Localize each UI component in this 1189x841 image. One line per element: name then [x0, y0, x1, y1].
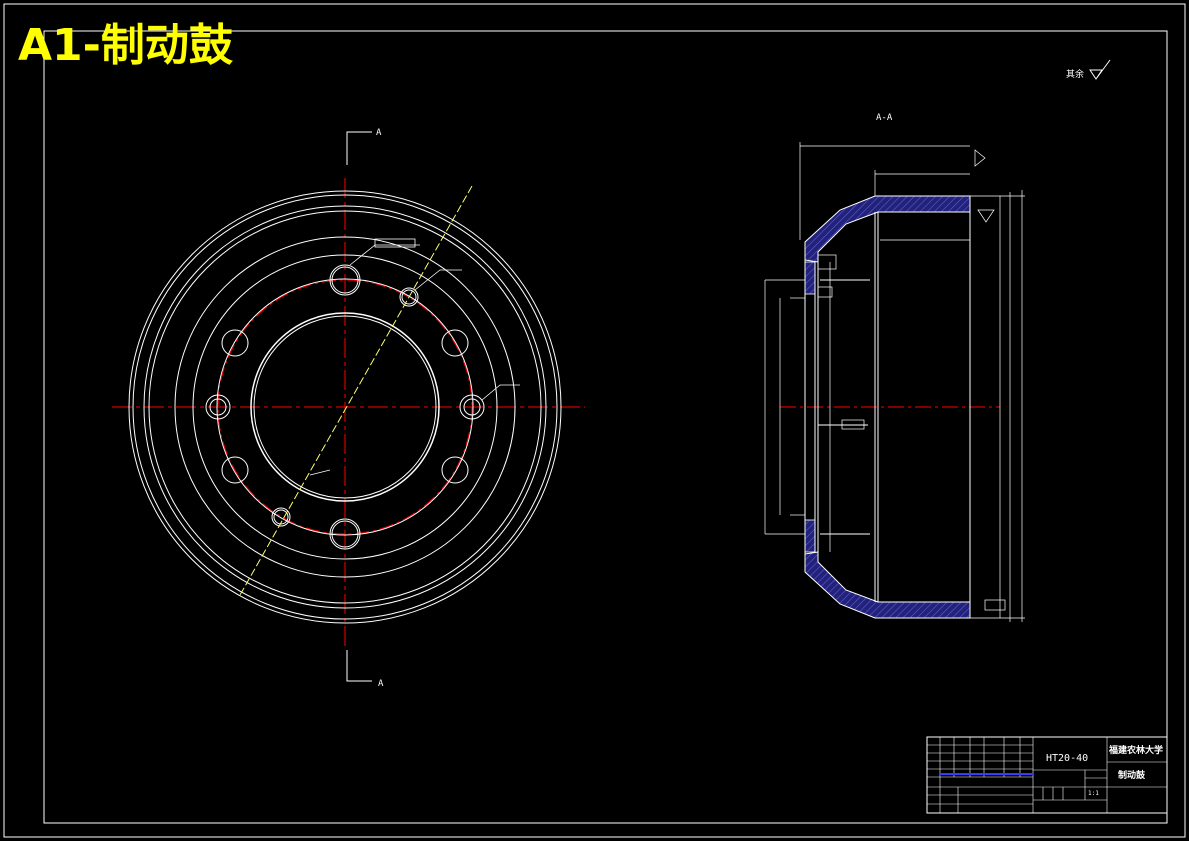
- outer-border: [3, 3, 1186, 838]
- scale-label: 1:1: [1088, 790, 1099, 797]
- material-label: HT20-40: [1046, 753, 1088, 764]
- section-view: A-A: [764, 113, 1025, 622]
- svg-text:A: A: [376, 128, 382, 138]
- dimension-lines: [764, 142, 1025, 622]
- drawing-title: A1-制动鼓: [18, 20, 234, 71]
- roughness-note: 其余: [1066, 59, 1111, 80]
- reference-line: [239, 185, 473, 596]
- profile-lower: [804, 551, 971, 619]
- svg-text:A: A: [378, 679, 384, 689]
- svg-text:其余: 其余: [1066, 68, 1084, 80]
- bolt-holes: [205, 264, 485, 550]
- leader-lines: [309, 238, 520, 476]
- front-view: A A: [112, 128, 585, 689]
- title-block: HT20-40 福建农林大学 制动鼓 1:1: [926, 736, 1168, 814]
- svg-text:A-A: A-A: [876, 113, 893, 123]
- part-name-label: 制动鼓: [1118, 769, 1146, 781]
- inner-border: [43, 30, 1168, 824]
- university-label: 福建农林大学: [1108, 744, 1163, 756]
- section-cut-line: A A: [346, 128, 384, 689]
- profile-upper: [804, 195, 971, 263]
